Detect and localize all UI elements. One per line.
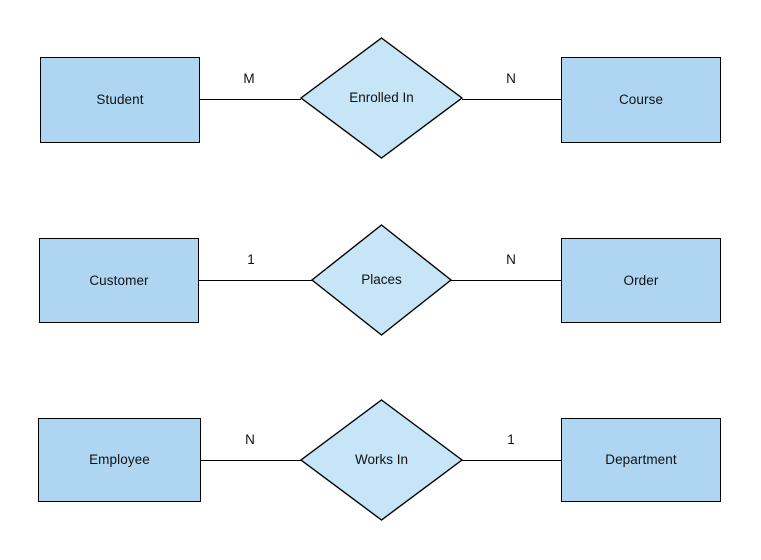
entity-course[interactable]: Course	[561, 57, 721, 143]
entity-employee[interactable]: Employee	[38, 418, 201, 502]
relationship-works-in[interactable]: Works In	[299, 399, 464, 521]
connector-student-enrolled-in	[199, 99, 301, 100]
cardinality-department-side: 1	[507, 432, 515, 447]
entity-label: Order	[623, 272, 659, 288]
relationship-enrolled-in[interactable]: Enrolled In	[299, 37, 464, 159]
relationship-places[interactable]: Places	[310, 224, 453, 336]
entity-label: Student	[96, 92, 144, 108]
cardinality-course-side: N	[506, 71, 516, 86]
connector-customer-places	[198, 280, 312, 281]
connector-employee-works-in	[200, 460, 301, 461]
connector-places-order	[451, 280, 562, 281]
entity-customer[interactable]: Customer	[39, 238, 199, 323]
cardinality-student-side: M	[243, 71, 255, 86]
entity-label: Department	[605, 452, 677, 468]
entity-label: Employee	[89, 452, 150, 468]
connector-enrolled-in-course	[462, 99, 562, 100]
entity-label: Course	[618, 92, 664, 108]
cardinality-order-side: N	[506, 252, 516, 267]
diamond-shape	[310, 224, 453, 336]
entity-label: Customer	[89, 272, 149, 288]
diamond-shape	[299, 399, 464, 521]
entity-department[interactable]: Department	[561, 418, 721, 502]
diamond-shape	[299, 37, 464, 159]
cardinality-employee-side: N	[245, 432, 255, 447]
cardinality-customer-side: 1	[247, 252, 255, 267]
entity-order[interactable]: Order	[561, 238, 721, 323]
entity-student[interactable]: Student	[40, 57, 200, 143]
connector-works-in-department	[462, 460, 562, 461]
